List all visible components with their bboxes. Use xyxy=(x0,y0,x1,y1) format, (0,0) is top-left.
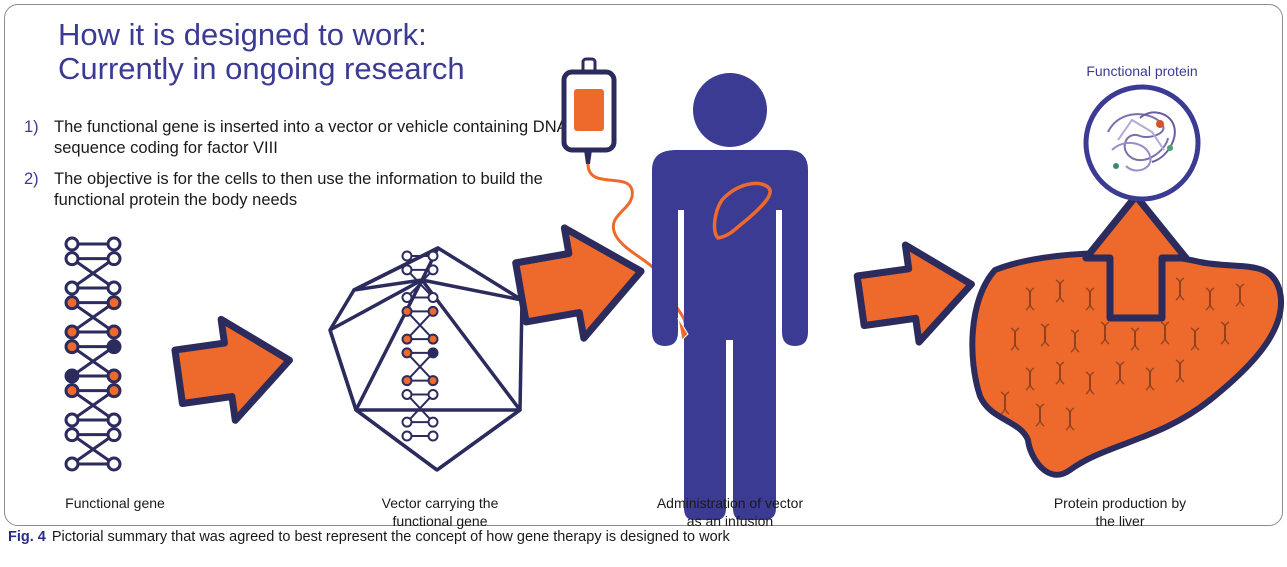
figure-frame xyxy=(4,4,1283,526)
step-1: 1) The functional gene is inserted into … xyxy=(24,117,604,159)
up-arrow-icon xyxy=(1082,192,1190,322)
protein-structure-icon xyxy=(1107,111,1176,172)
step-1-number: 1) xyxy=(24,118,39,136)
caption-gene-text: Functional gene xyxy=(65,495,165,511)
step-list: 1) The functional gene is inserted into … xyxy=(24,117,604,221)
liver-dna-glyph-icon xyxy=(1040,323,1050,347)
liver-dna-glyph-icon xyxy=(1190,327,1200,351)
caption-vector-line-2: functional gene xyxy=(392,513,488,529)
caption-admin: Administration of vector as an infusion xyxy=(620,494,840,530)
protein-red-dot xyxy=(1156,120,1164,128)
liver-dna-glyph-icon xyxy=(1025,287,1035,311)
figure-note: Fig. 4 Pictorial summary that was agreed … xyxy=(8,529,730,545)
liver-dna-glyph-icon xyxy=(1055,361,1065,385)
liver-dna-glyph-icon xyxy=(1220,321,1230,345)
liver-dna-glyph-icon xyxy=(1070,329,1080,353)
liver-dna-glyph-icon xyxy=(1175,277,1185,301)
caption-vector: Vector carrying the functional gene xyxy=(340,494,540,530)
protein-circle xyxy=(1083,84,1201,202)
liver-dna-glyph-icon xyxy=(1130,327,1140,351)
liver-dna-glyph-icon xyxy=(1175,359,1185,383)
arrow-1-icon xyxy=(171,315,293,424)
protein-green-dot xyxy=(1113,163,1119,169)
caption-liver-line-1: Protein production by xyxy=(1053,495,1187,511)
caption-liver: Protein production by the liver xyxy=(1020,494,1220,530)
infusion-bag-icon xyxy=(561,57,617,164)
protein-green-dot-2 xyxy=(1167,145,1173,151)
liver-dna-glyph-icon xyxy=(1055,279,1065,303)
caption-gene: Functional gene xyxy=(30,494,200,512)
arrow-2-icon xyxy=(512,224,645,342)
person-icon xyxy=(652,73,808,520)
step-2-number: 2) xyxy=(24,170,39,188)
protein-label: Functional protein xyxy=(1086,63,1198,79)
dna-helix-icon xyxy=(64,236,122,472)
person-liver-icon xyxy=(712,181,772,240)
liver-dna-glyph-icon xyxy=(1160,321,1170,345)
caption-admin-line-1: Administration of vector xyxy=(656,495,804,511)
liver-dna-glyph-icon xyxy=(1035,403,1045,427)
liver-dna-glyph-icon xyxy=(1205,287,1215,311)
liver-dna-glyph-icon xyxy=(1065,407,1075,431)
liver-dna-glyph-icon xyxy=(1085,371,1095,395)
liver-dna-glyph-icon xyxy=(1145,367,1155,391)
vector-dna-icon xyxy=(401,250,439,442)
step-2-text: The objective is for the cells to then u… xyxy=(54,170,543,209)
figure-title: How it is designed to work: Currently in… xyxy=(58,18,465,86)
cannula-icon xyxy=(677,317,689,342)
step-2: 2) The objective is for the cells to the… xyxy=(24,169,604,211)
caption-liver-line-2: the liver xyxy=(1095,513,1145,529)
caption-vector-line-1: Vector carrying the xyxy=(381,495,499,511)
vector-capsid-icon xyxy=(328,246,524,472)
title-line-1: How it is designed to work: xyxy=(58,17,427,52)
liver-dna-glyph-icon xyxy=(1025,367,1035,391)
liver-dna-glyph-icon xyxy=(1100,321,1110,345)
arrow-3-icon xyxy=(853,241,975,346)
liver-dna-glyph-icon xyxy=(1115,361,1125,385)
figure-note-label: Fig. 4 xyxy=(8,529,46,545)
caption-admin-line-2: as an infusion xyxy=(686,513,774,529)
liver-icon xyxy=(969,250,1285,478)
liver-dna-glyph-icon xyxy=(1085,287,1095,311)
liver-dna-glyph-icon xyxy=(1000,391,1010,415)
step-1-text: The functional gene is inserted into a v… xyxy=(54,118,567,157)
title-line-2: Currently in ongoing research xyxy=(58,51,465,86)
figure-note-text: Pictorial summary that was agreed to bes… xyxy=(51,529,730,545)
liver-dna-glyph-icon xyxy=(1010,327,1020,351)
liver-dna-glyph-icon xyxy=(1235,283,1245,307)
